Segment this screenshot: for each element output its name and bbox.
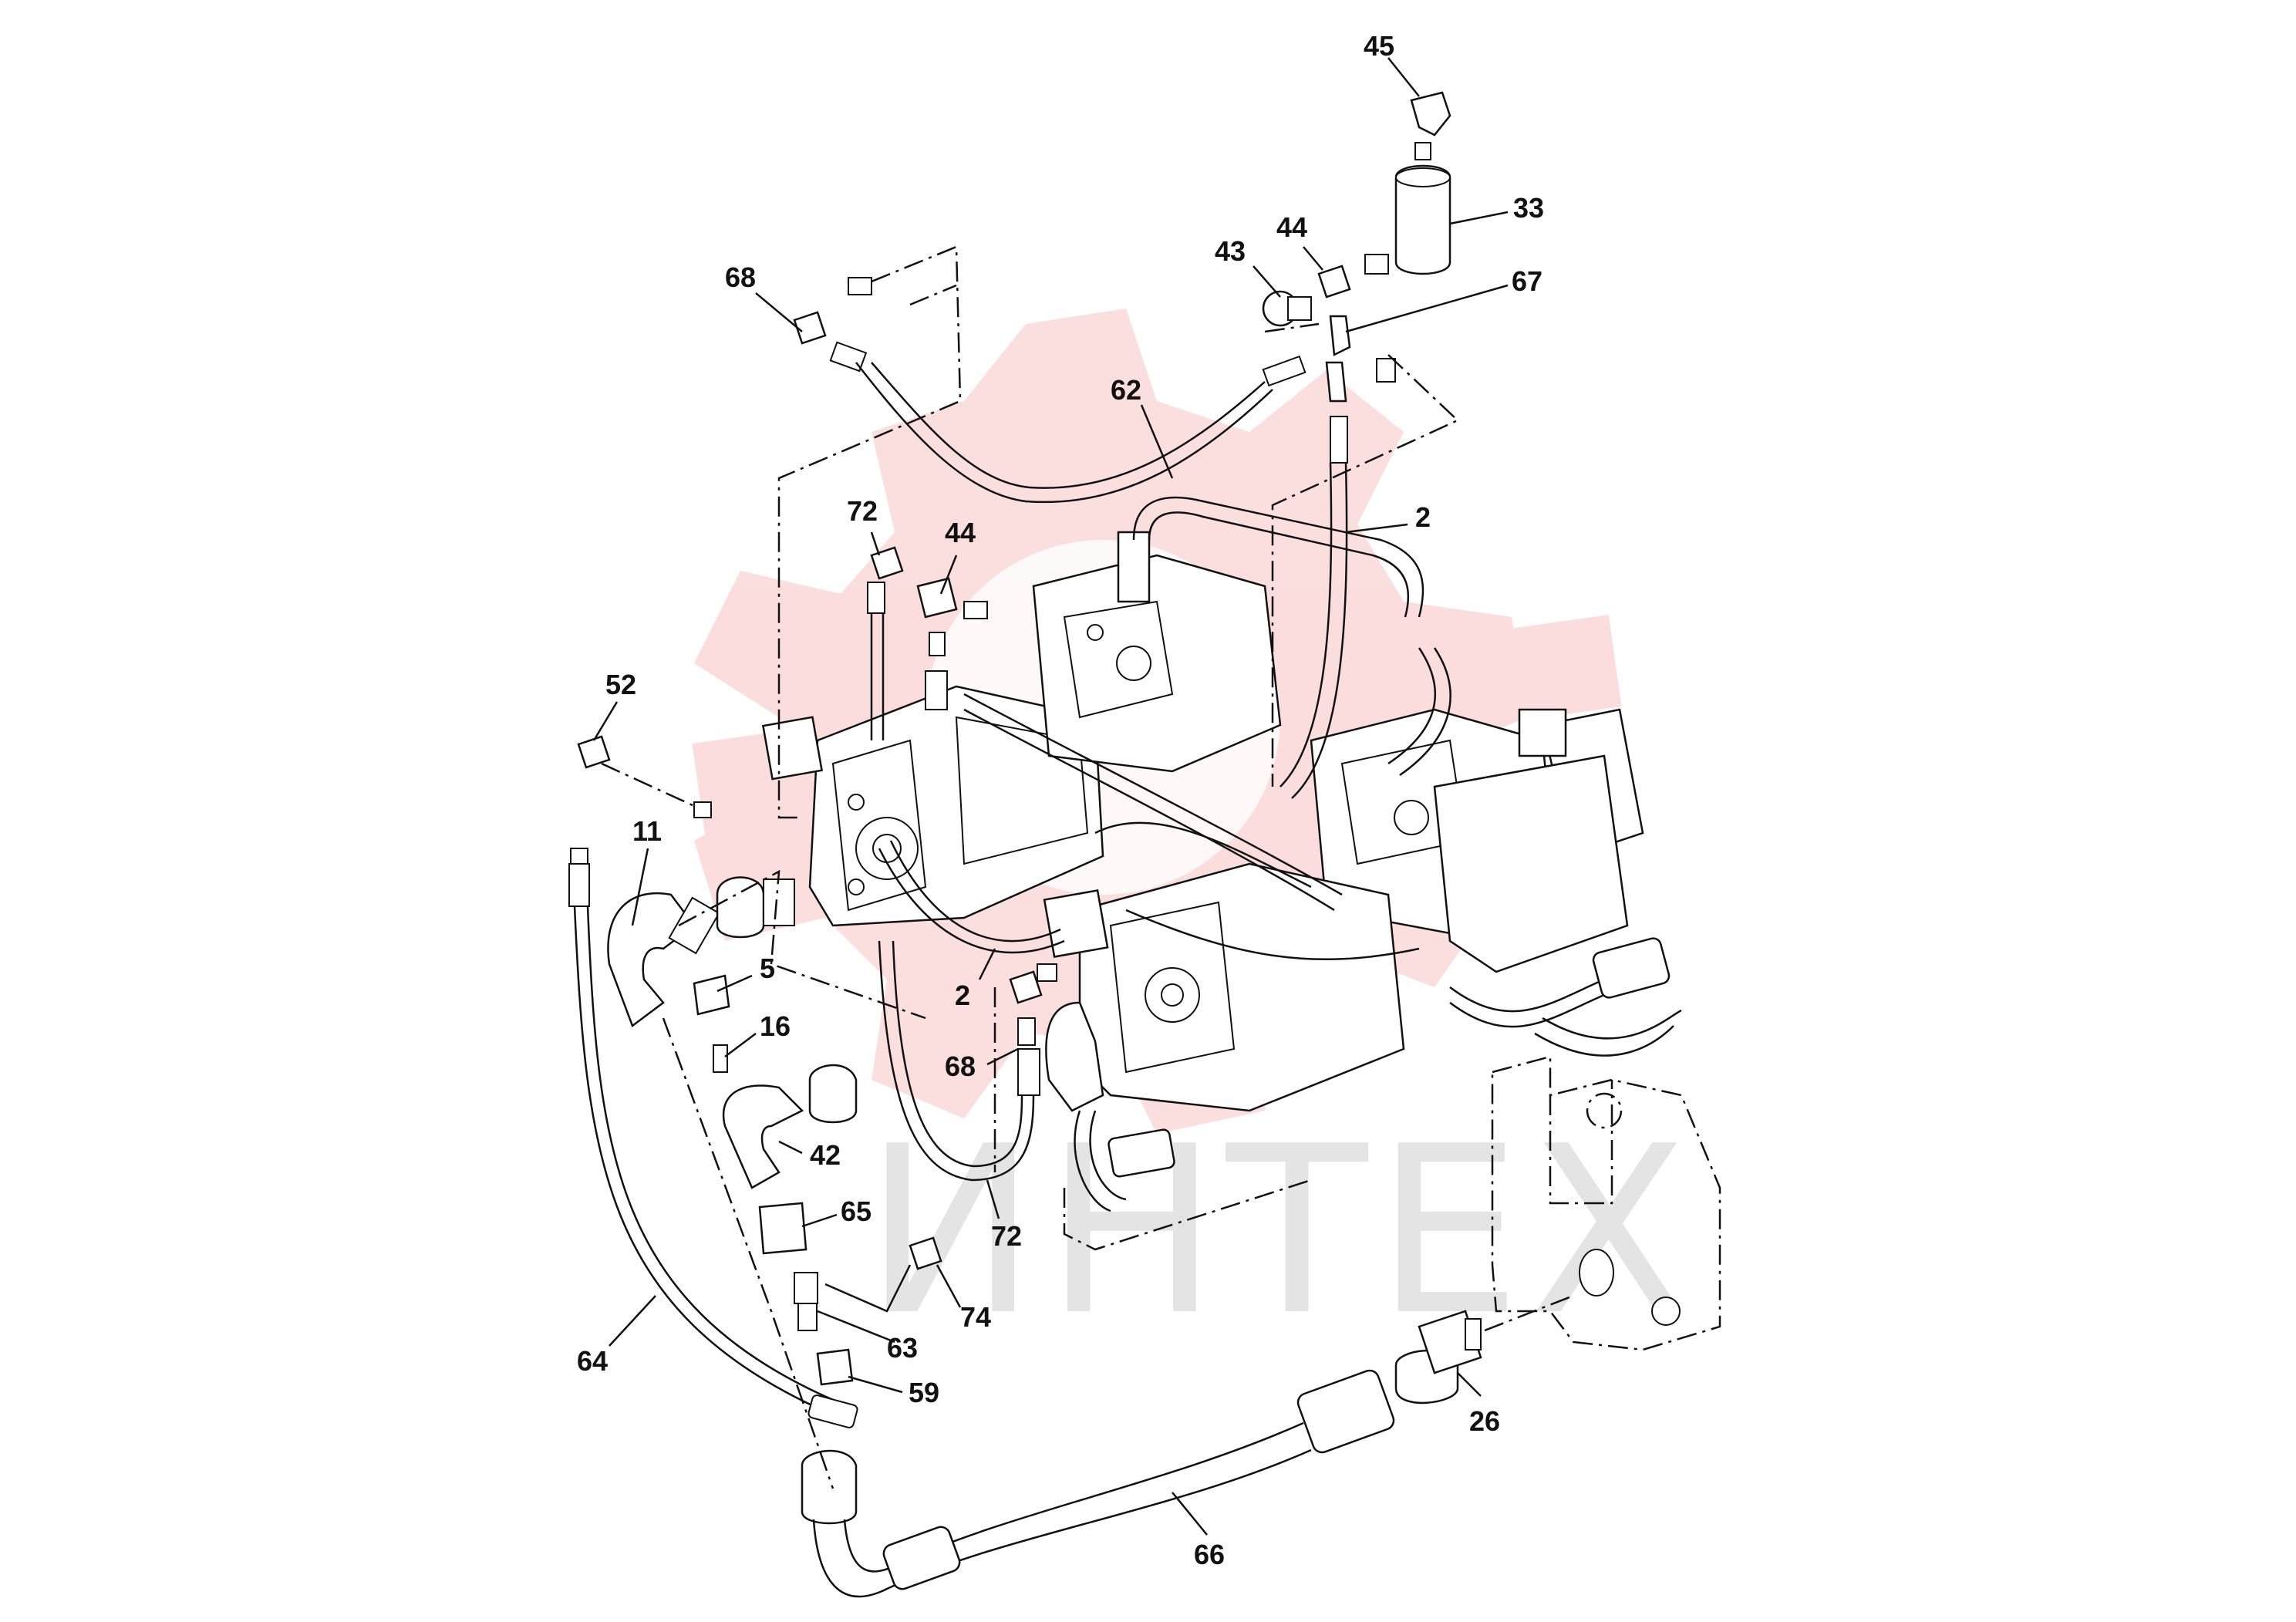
hose-66 (801, 1294, 1574, 1598)
callout-63: 63 (887, 1332, 918, 1364)
pump-assembly (761, 496, 1682, 1212)
callout-26: 26 (1469, 1405, 1500, 1437)
top-filter-assembly (1262, 91, 1451, 464)
leader-lines (592, 57, 1509, 1536)
callout-66: 66 (1194, 1539, 1225, 1570)
callout-72-upper: 72 (847, 495, 878, 527)
callout-72-lower: 72 (991, 1220, 1022, 1252)
callout-5: 5 (760, 953, 775, 984)
boundary-lines (601, 245, 1460, 1489)
left-fittings (568, 735, 942, 1428)
callout-74: 74 (960, 1301, 991, 1333)
callout-42: 42 (810, 1139, 841, 1171)
callout-44-top: 44 (1276, 211, 1307, 243)
callout-labels: 45 33 44 43 67 68 62 2 72 44 52 11 5 16 … (577, 30, 1544, 1570)
callout-2-lower: 2 (955, 980, 970, 1011)
callout-2-upper: 2 (1415, 501, 1431, 533)
mounting-bracket (1491, 1055, 1721, 1351)
callout-11: 11 (632, 815, 662, 847)
hose-72-lower (878, 940, 1057, 1182)
callout-44-mid: 44 (945, 517, 976, 548)
callout-68-top: 68 (725, 261, 756, 293)
callout-65: 65 (841, 1195, 872, 1227)
callout-59: 59 (909, 1377, 939, 1408)
callout-62: 62 (1111, 374, 1141, 406)
callout-33: 33 (1513, 192, 1544, 224)
callout-67: 67 (1512, 265, 1542, 297)
callout-64: 64 (577, 1345, 608, 1377)
callout-68-lower: 68 (945, 1050, 976, 1082)
callout-45: 45 (1364, 30, 1394, 62)
callout-16: 16 (760, 1010, 791, 1042)
hose-2-lower (878, 840, 1065, 954)
hose-62 (793, 277, 1273, 504)
hose-2-upper (1279, 462, 1348, 799)
callout-43: 43 (1215, 235, 1246, 267)
callout-52: 52 (605, 669, 636, 700)
